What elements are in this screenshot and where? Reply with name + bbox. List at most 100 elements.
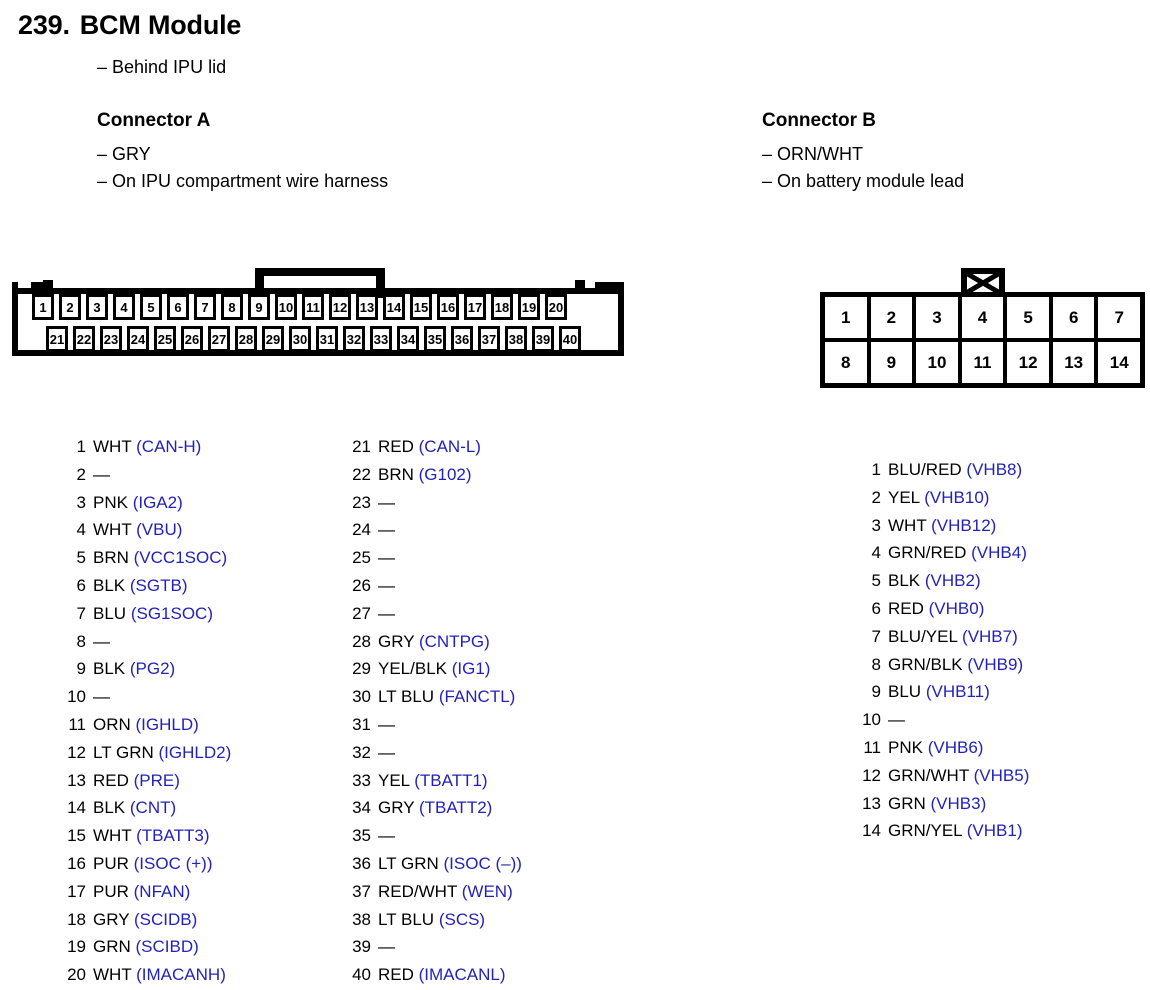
connector-b-pin-row-9: 9 BLU (VHB11) xyxy=(855,678,1029,706)
pin-wire-color: BLU xyxy=(888,682,922,702)
pin-wire-color: WHT xyxy=(93,520,132,540)
pin-wire-color: GRY xyxy=(378,631,415,651)
pin-signal-name: (VHB7) xyxy=(962,626,1018,646)
connector-a-pin-cell-13: 13 xyxy=(356,294,378,320)
pin-number: 26 xyxy=(352,575,371,595)
connector-a-pin-cell-11: 11 xyxy=(302,294,324,320)
connector-a-pin-row-32: 32— xyxy=(345,739,522,767)
connector-a-pin-row-28: 28 GRY (CNTPG) xyxy=(345,628,522,656)
connector-a-pin-row-8: 8— xyxy=(60,628,231,656)
pin-wire-color: RED xyxy=(378,437,414,456)
connector-b-pin-cell-8: 8 xyxy=(825,342,871,383)
connector-a-pin-cell-6: 6 xyxy=(167,294,189,320)
pin-empty-dash: — xyxy=(378,575,395,595)
pin-wire-color: GRN/BLK xyxy=(888,654,963,674)
pin-signal-name: (CAN-L) xyxy=(418,437,481,456)
pin-wire-color: BLU/YEL xyxy=(888,626,958,646)
pin-number: 9 xyxy=(871,682,881,702)
pin-signal-name: (VHB4) xyxy=(971,543,1027,563)
pin-number: 5 xyxy=(871,571,881,591)
pin-wire-color: LT GRN xyxy=(378,853,439,873)
pin-signal-name: (IMACANH) xyxy=(136,965,226,985)
pin-number: 29 xyxy=(352,659,371,679)
pin-signal-name: (VHB11) xyxy=(925,682,990,702)
connector-b-note-color: – ORN/WHT xyxy=(762,144,863,164)
pin-signal-name: (G102) xyxy=(418,464,472,484)
connector-b-pin-cell-7: 7 xyxy=(1098,297,1141,338)
connector-a-pin-cell-3: 3 xyxy=(86,294,108,320)
pin-wire-color: LT BLU xyxy=(378,909,435,929)
pin-signal-name: (PRE) xyxy=(133,770,180,790)
connector-a-pin-cell-26: 26 xyxy=(181,326,203,352)
pin-number: 27 xyxy=(352,603,371,623)
pin-signal-name: (TBATT2) xyxy=(418,798,493,818)
connector-a-pin-cell-24: 24 xyxy=(127,326,149,352)
pin-number: 28 xyxy=(352,631,371,651)
pin-signal-name: (SG1SOC) xyxy=(130,603,213,623)
pin-number: 40 xyxy=(352,965,371,985)
connector-a-pin-cell-10: 10 xyxy=(275,294,297,320)
connector-a-pin-cell-9: 9 xyxy=(248,294,270,320)
pin-signal-name: (VHB3) xyxy=(930,793,987,813)
pin-empty-dash: — xyxy=(93,631,110,651)
pin-number: 7 xyxy=(76,603,86,623)
pin-signal-name: (CNT) xyxy=(129,798,177,818)
connector-b-pin-cell-11: 11 xyxy=(961,342,1008,383)
pin-signal-name: (IGHLD2) xyxy=(158,742,232,762)
connector-a-pin-row-10: 10— xyxy=(60,683,231,711)
pin-number: 6 xyxy=(871,598,881,618)
pin-number: 37 xyxy=(352,881,371,901)
connector-b-note-location: – On battery module lead xyxy=(762,171,965,191)
pin-signal-name: (VHB10) xyxy=(924,487,990,507)
pin-wire-color: PNK xyxy=(888,737,923,757)
pin-number: 10 xyxy=(67,687,86,707)
pin-number: 3 xyxy=(76,492,86,512)
pin-number: 4 xyxy=(76,520,86,540)
pin-wire-color: GRN/YEL xyxy=(888,821,963,841)
connector-a-pin-cell-28: 28 xyxy=(235,326,257,352)
connector-a-pin-row-23: 23— xyxy=(345,489,522,517)
pin-empty-dash: — xyxy=(378,826,395,846)
connector-a-ledge-right xyxy=(595,282,618,288)
connector-a-pin-cell-12: 12 xyxy=(329,294,351,320)
pin-empty-dash: — xyxy=(888,710,905,730)
pin-wire-color: BRN xyxy=(378,464,414,484)
connector-b-pin-cell-10: 10 xyxy=(916,342,962,383)
connector-a-pin-cell-31: 31 xyxy=(316,326,338,352)
pin-wire-color: RED xyxy=(888,598,924,618)
connector-a-tab-right xyxy=(575,280,585,292)
pin-signal-name: (TBATT1) xyxy=(414,770,488,790)
connector-b-heading: Connector B xyxy=(762,110,876,131)
pin-signal-name: (CNTPG) xyxy=(418,631,490,651)
pin-number: 34 xyxy=(352,798,371,818)
pin-signal-name: (VHB8) xyxy=(966,460,1023,479)
pin-wire-color: GRN xyxy=(888,793,926,813)
pin-wire-color: GRN/WHT xyxy=(888,765,969,785)
connector-b-pin-cell-2: 2 xyxy=(870,297,917,338)
pin-signal-name: (VHB9) xyxy=(967,654,1024,674)
connector-a-pin-cell-25: 25 xyxy=(154,326,176,352)
pin-number: 25 xyxy=(352,548,371,568)
pin-wire-color: YEL xyxy=(378,770,410,790)
connector-b-pin-row-10: 10— xyxy=(855,706,1029,734)
pin-wire-color: BLK xyxy=(93,798,126,818)
pin-number: 38 xyxy=(352,909,371,929)
pin-wire-color: GRY xyxy=(93,909,130,929)
